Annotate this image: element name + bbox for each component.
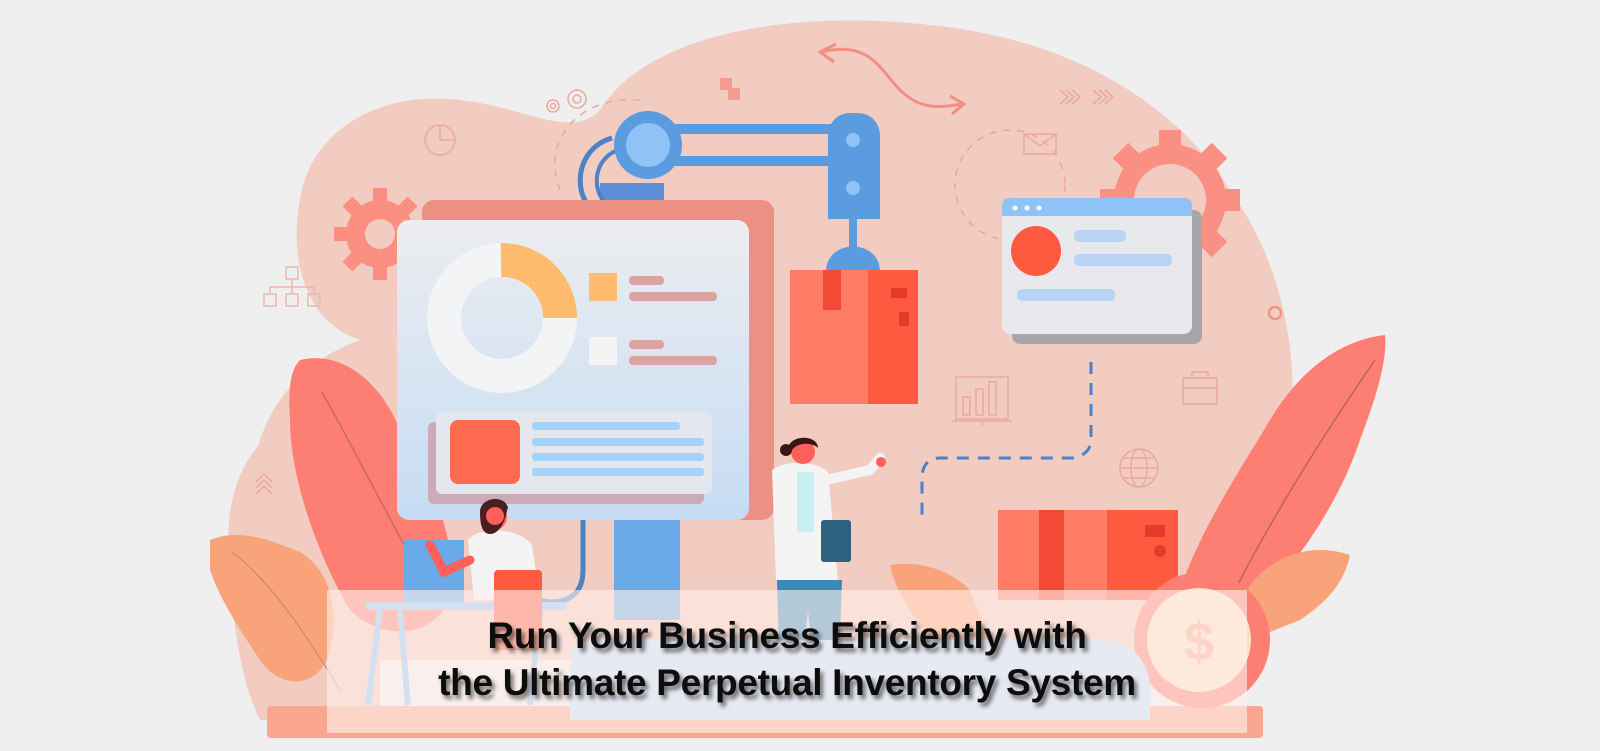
leaf-icon-right-orange [1239, 550, 1350, 640]
headline-line-2: the Ultimate Perpetual Inventory System [438, 662, 1136, 703]
small-gears-icon [546, 89, 587, 113]
package-box-icon [790, 270, 918, 404]
ring-dot [1267, 305, 1283, 321]
globe-icon [1119, 448, 1159, 488]
chevrons-right-icon [1059, 89, 1115, 105]
squares-icon [720, 78, 740, 100]
pie-chart-icon [424, 124, 456, 156]
caption-overlay [327, 590, 1247, 733]
briefcase-icon [1182, 371, 1218, 405]
leaf-icon-right-large [1180, 335, 1386, 601]
chevrons-up-icon [255, 472, 273, 495]
envelope-icon [1023, 133, 1057, 155]
dashboard-panel-icon [397, 200, 774, 520]
dashed-orbit [554, 98, 641, 191]
headline: Run Your Business Efficiently with the U… [327, 612, 1247, 706]
headline-line-1: Run Your Business Efficiently with [487, 615, 1087, 656]
browser-window-icon [1002, 198, 1202, 344]
robot-arm-icon [577, 111, 880, 272]
dashed-path [920, 362, 1093, 520]
package-box-icon-lower [998, 510, 1178, 600]
org-chart-icon [263, 266, 321, 307]
curved-arrow-icon [817, 42, 967, 116]
bar-chart-icon [952, 376, 1012, 426]
